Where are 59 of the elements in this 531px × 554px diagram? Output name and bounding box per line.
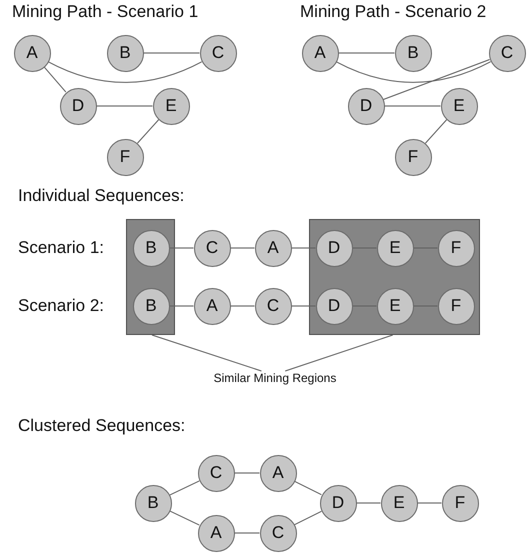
connector-line <box>234 472 260 474</box>
node-circle: D <box>60 88 96 124</box>
node-circle: C <box>488 34 526 72</box>
connector-line <box>294 510 322 526</box>
connector-line <box>294 480 322 496</box>
connector-line <box>234 532 260 534</box>
section-heading: Clustered Sequences: <box>18 416 186 436</box>
connector-line <box>44 66 66 93</box>
leader-line <box>151 334 262 372</box>
connector-line <box>48 61 202 83</box>
region-box <box>309 219 480 335</box>
node-circle: F <box>394 138 432 176</box>
connector-line <box>143 52 200 54</box>
node-circle: B <box>106 34 144 72</box>
connector-line <box>169 480 200 496</box>
node-circle: F <box>442 484 478 522</box>
node-circle: D <box>316 230 352 266</box>
section-heading: Mining Path - Scenario 1 <box>12 2 198 22</box>
node-circle: C <box>260 514 296 552</box>
caption-text: Similar Mining Regions <box>190 371 360 387</box>
section-heading: Individual Sequences: <box>18 186 184 206</box>
node-circle: F <box>106 138 144 176</box>
node-circle: D <box>320 484 356 522</box>
node-circle: D <box>316 288 352 324</box>
node-circle: B <box>132 230 170 266</box>
node-circle: A <box>302 34 338 72</box>
connector-line <box>338 52 395 54</box>
node-circle: E <box>380 484 418 522</box>
leader-line <box>284 334 394 372</box>
row-label: Scenario 1: <box>18 238 104 258</box>
node-circle: D <box>348 88 384 124</box>
node-circle: C <box>194 230 230 266</box>
connector-line <box>169 510 200 526</box>
node-circle: A <box>254 230 292 266</box>
node-circle: A <box>194 288 230 324</box>
node-circle: F <box>438 230 474 266</box>
node-circle: B <box>134 484 172 522</box>
node-circle: C <box>198 454 234 492</box>
node-circle: C <box>200 34 236 72</box>
connector-line <box>382 59 490 100</box>
node-circle: C <box>254 288 292 324</box>
node-circle: E <box>376 288 414 324</box>
connector-line <box>356 502 381 504</box>
connector-line <box>136 119 160 144</box>
section-heading: Mining Path - Scenario 2 <box>300 2 486 22</box>
node-circle: A <box>260 454 296 492</box>
node-circle: E <box>152 88 190 124</box>
node-circle: A <box>198 514 234 552</box>
node-circle: A <box>14 34 50 72</box>
node-circle: E <box>376 230 414 266</box>
node-circle: F <box>438 288 474 324</box>
node-circle: E <box>440 88 478 124</box>
node-circle: B <box>394 34 432 72</box>
connector-line <box>336 61 492 83</box>
connector-line <box>424 119 448 144</box>
connector-line <box>417 502 442 504</box>
node-circle: B <box>132 288 170 324</box>
row-label: Scenario 2: <box>18 296 104 316</box>
region-box <box>126 219 175 335</box>
